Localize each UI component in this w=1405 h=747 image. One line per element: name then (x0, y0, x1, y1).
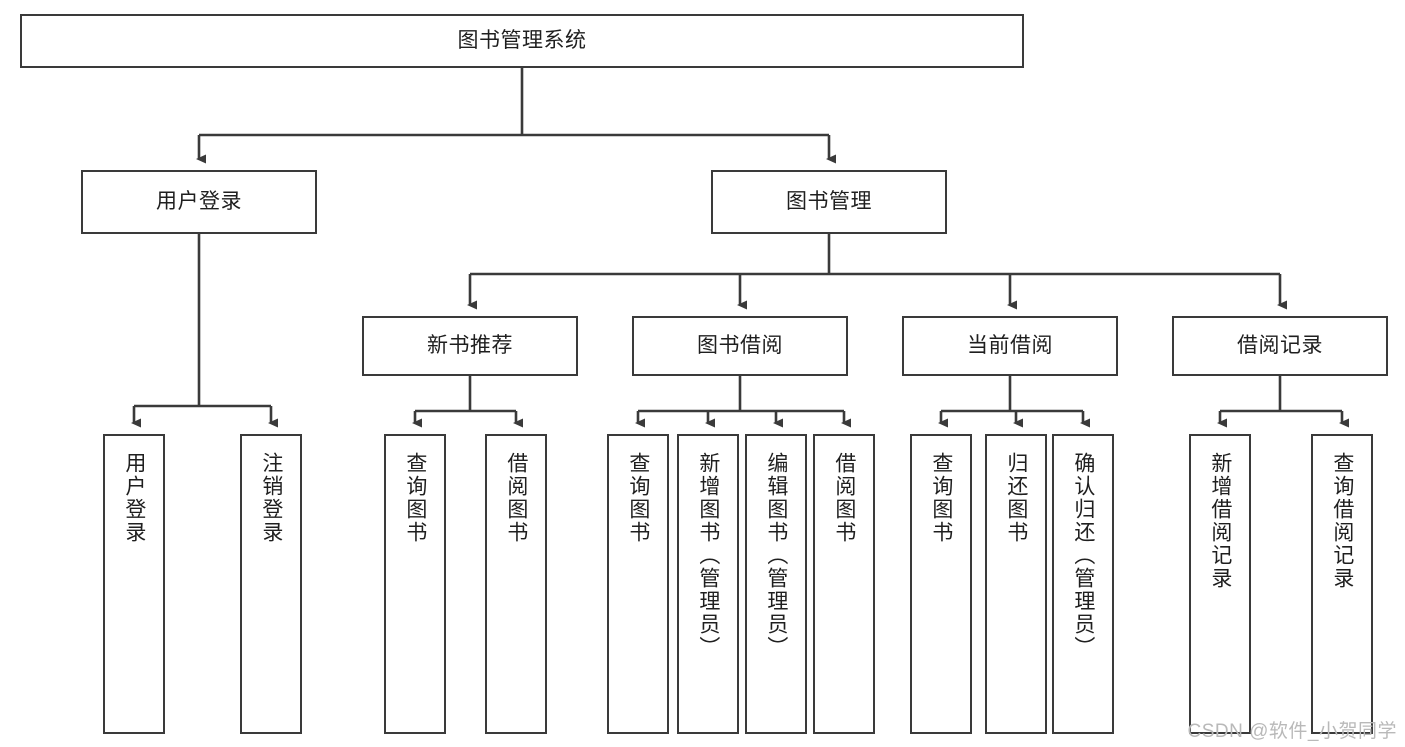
node-leaf-confirm-return[interactable]: 确认归还（管理员） (1052, 434, 1114, 734)
node-leaf-query-book-1[interactable]: 查询图书 (384, 434, 446, 734)
node-root[interactable]: 图书管理系统 (20, 14, 1024, 68)
node-leaf-query-record-label: 查询借阅记录 (1330, 452, 1354, 590)
node-new-book-rec[interactable]: 新书推荐 (362, 316, 578, 376)
node-leaf-query-book-2-label: 查询图书 (626, 452, 650, 544)
node-current-borrow[interactable]: 当前借阅 (902, 316, 1118, 376)
node-leaf-query-book-3[interactable]: 查询图书 (910, 434, 972, 734)
node-book-manage-label: 图书管理 (786, 189, 872, 213)
node-leaf-borrow-book-1[interactable]: 借阅图书 (485, 434, 547, 734)
node-leaf-add-book[interactable]: 新增图书（管理员） (677, 434, 739, 734)
node-leaf-query-book-1-label: 查询图书 (403, 452, 427, 544)
node-leaf-user-login-label: 用户登录 (122, 452, 146, 544)
node-leaf-edit-book-label: 编辑图书（管理员） (764, 452, 788, 659)
node-leaf-add-record[interactable]: 新增借阅记录 (1189, 434, 1251, 734)
node-leaf-borrow-book-2[interactable]: 借阅图书 (813, 434, 875, 734)
node-borrow-record[interactable]: 借阅记录 (1172, 316, 1388, 376)
node-current-borrow-label: 当前借阅 (967, 333, 1053, 357)
node-leaf-query-book-3-label: 查询图书 (929, 452, 953, 544)
node-leaf-add-record-label: 新增借阅记录 (1208, 452, 1232, 590)
node-leaf-confirm-return-label: 确认归还（管理员） (1071, 452, 1095, 659)
node-leaf-return-book[interactable]: 归还图书 (985, 434, 1047, 734)
node-leaf-edit-book[interactable]: 编辑图书（管理员） (745, 434, 807, 734)
node-leaf-add-book-label: 新增图书（管理员） (696, 452, 720, 659)
watermark: CSDN @软件_小贺同学 (1187, 721, 1397, 742)
node-leaf-user-login[interactable]: 用户登录 (103, 434, 165, 734)
node-root-label: 图书管理系统 (457, 28, 587, 52)
node-book-borrow-label: 图书借阅 (697, 333, 783, 357)
node-leaf-borrow-book-1-label: 借阅图书 (504, 452, 528, 544)
node-new-book-rec-label: 新书推荐 (427, 333, 513, 357)
node-leaf-logout-login-label: 注销登录 (259, 452, 283, 544)
node-user-login[interactable]: 用户登录 (81, 170, 317, 234)
node-book-borrow[interactable]: 图书借阅 (632, 316, 848, 376)
node-leaf-return-book-label: 归还图书 (1004, 452, 1028, 544)
node-leaf-borrow-book-2-label: 借阅图书 (832, 452, 856, 544)
node-leaf-logout-login[interactable]: 注销登录 (240, 434, 302, 734)
node-user-login-label: 用户登录 (156, 189, 242, 213)
node-leaf-query-book-2[interactable]: 查询图书 (607, 434, 669, 734)
node-borrow-record-label: 借阅记录 (1237, 333, 1323, 357)
node-leaf-query-record[interactable]: 查询借阅记录 (1311, 434, 1373, 734)
node-book-manage[interactable]: 图书管理 (711, 170, 947, 234)
